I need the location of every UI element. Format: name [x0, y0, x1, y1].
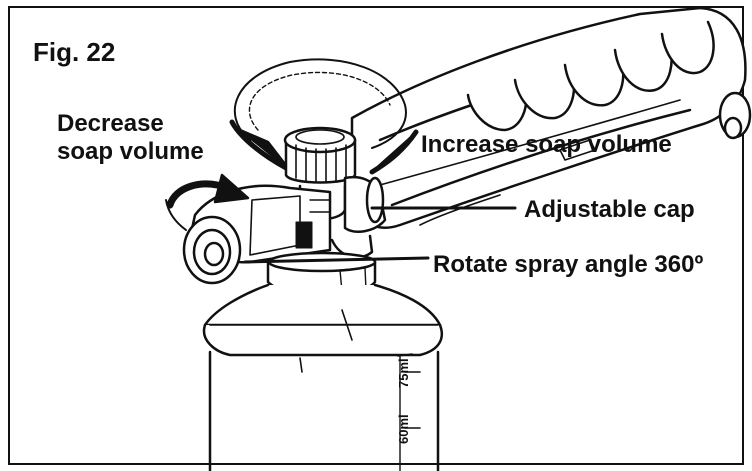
- rotate-arrow: [165, 173, 250, 231]
- decrease-soap-label: Decrease soap volume: [57, 110, 204, 166]
- bottle-body: [208, 350, 440, 471]
- rotate-leader: [243, 256, 430, 264]
- figure-label: Fig. 22: [33, 37, 116, 67]
- rotation-ring: [233, 58, 407, 149]
- decrease-soap-label-line2: soap volume: [57, 138, 204, 165]
- adjustable-cap-label: Adjustable cap: [524, 196, 695, 223]
- marking-lower: 60ml: [396, 414, 411, 444]
- bottle-shoulder: [202, 283, 444, 373]
- figure-border: [8, 6, 744, 465]
- increase-soap-label: Increase soap volume: [421, 131, 672, 158]
- marking-upper: 75ml: [396, 358, 411, 388]
- increase-arrow: [369, 129, 419, 175]
- decrease-arrow: [229, 119, 290, 171]
- leader-lines: [243, 206, 517, 264]
- decrease-soap-label-line1: Decrease: [57, 110, 164, 137]
- handle-body: [350, 6, 752, 229]
- rotate-spray-label: Rotate spray angle 360º: [433, 251, 704, 278]
- spray-nozzle: [182, 184, 332, 285]
